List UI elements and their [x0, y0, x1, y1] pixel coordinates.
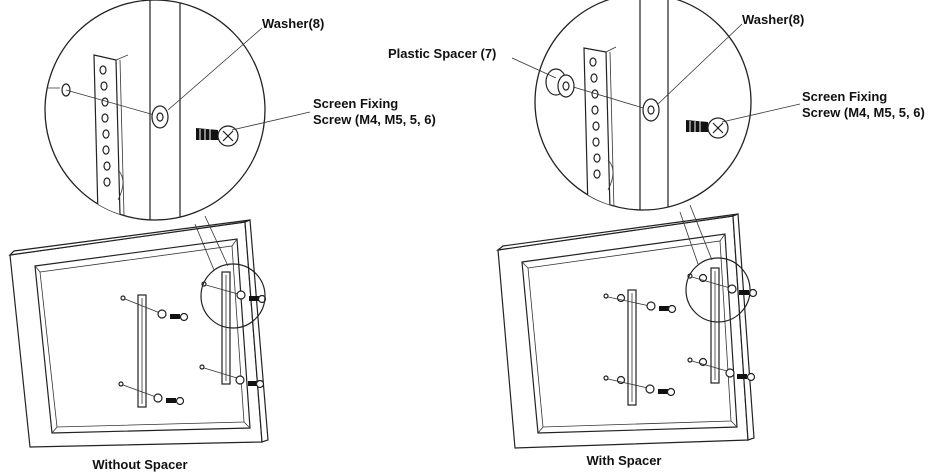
washer-label-left: Washer(8) [262, 16, 324, 31]
detail-callout-left-small [200, 263, 266, 329]
screw-set-left-4 [199, 364, 265, 389]
mounting-rail-left-a [137, 294, 147, 408]
screw-leader-left [231, 111, 311, 131]
tv-back-right [495, 213, 755, 449]
spacer-leader-right [511, 57, 557, 79]
callout-leader-right-b [679, 211, 699, 265]
screw-leader-right [721, 103, 801, 123]
screw-set-right-3 [687, 273, 758, 298]
detail-callout-right-large [534, 0, 752, 211]
washer-leader-left [167, 27, 263, 111]
callout-leader-right-a [689, 204, 713, 261]
screw-label-right-line2: Screw (M4, M5, 5, 6) [802, 105, 925, 120]
screw-set-left-3 [201, 281, 267, 304]
mounting-rail-right-b [710, 267, 720, 384]
callout-leader-left-b [194, 223, 215, 271]
caption-without-spacer: Without Spacer [92, 457, 187, 472]
mounting-rail-right-a [627, 289, 637, 406]
right-panel: Plastic Spacer (7) Washer(8) Screen Fixi… [388, 0, 925, 468]
caption-with-spacer: With Spacer [586, 453, 661, 468]
detail-callout-right-small [685, 257, 751, 323]
screw-set-right-4 [687, 357, 756, 382]
callout-leader-left-a [204, 215, 229, 267]
screw-set-left-1 [120, 295, 189, 322]
screw-label-left-line2: Screw (M4, M5, 5, 6) [313, 112, 436, 127]
spacer-label-right: Plastic Spacer (7) [388, 46, 496, 61]
washer-label-right: Washer(8) [742, 12, 804, 27]
left-panel: Washer(8) Screen Fixing Screw (M4, M5, 5… [8, 0, 436, 472]
detail-callout-left-large [44, 0, 266, 221]
screw-label-right-line1: Screen Fixing [802, 89, 887, 104]
screw-label-left-line1: Screen Fixing [313, 96, 398, 111]
screw-set-right-1 [603, 293, 677, 314]
tv-back-left [8, 219, 269, 448]
washer-leader-right [657, 23, 743, 105]
screw-set-right-2 [603, 375, 676, 397]
screw-set-left-2 [118, 381, 185, 406]
